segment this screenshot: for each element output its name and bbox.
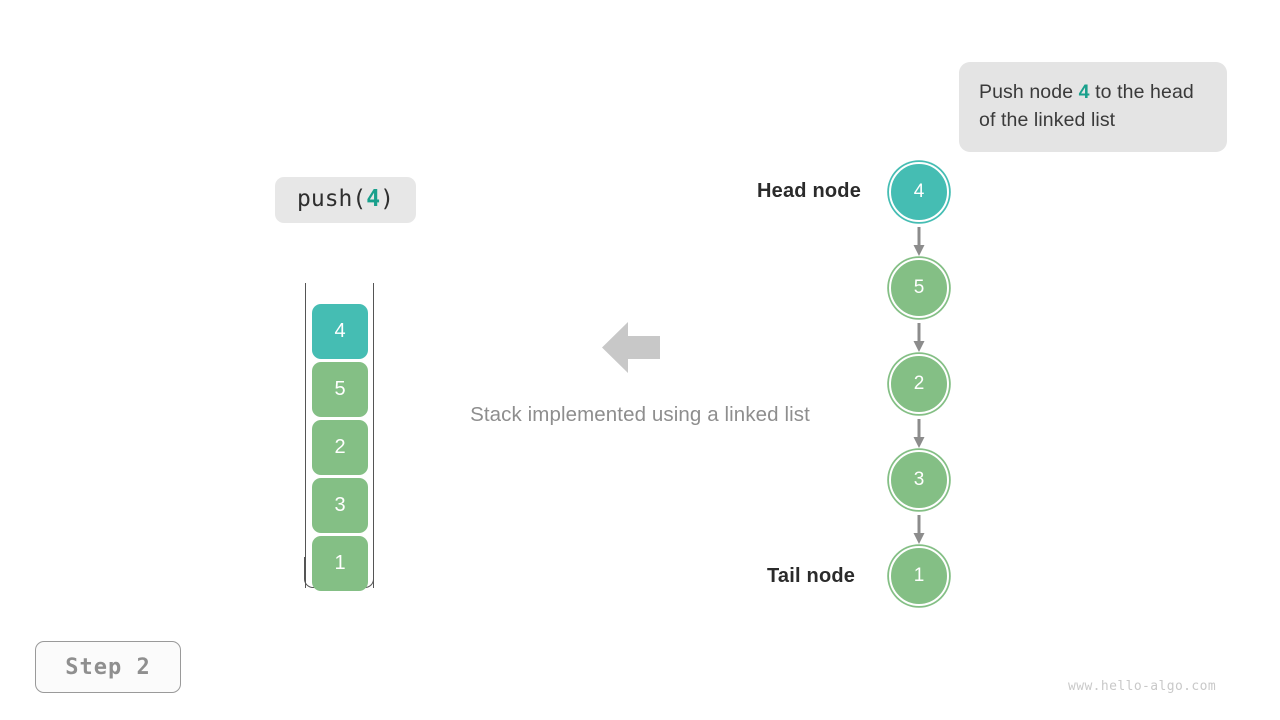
- operation-chip: push(4): [275, 177, 416, 223]
- linked-list-node: 3: [889, 450, 949, 510]
- equivalence-left-arrow-icon: [602, 320, 660, 375]
- callout-bubble: Push node 4 to the head of the linked li…: [959, 62, 1227, 152]
- operation-prefix: push(: [297, 186, 367, 212]
- stack-block: 5: [312, 362, 368, 417]
- step-badge: Step 2: [35, 641, 181, 693]
- stack-wall-right: [373, 283, 374, 588]
- linked-list-connector-arrow-icon: [912, 515, 926, 549]
- callout-text-after: to the head of the linked list: [979, 81, 1194, 131]
- linked-list-node-head: 4: [889, 162, 949, 222]
- stack-block: 1: [312, 536, 368, 591]
- tail-node-label: Tail node: [767, 565, 856, 587]
- callout-text-before: Push node: [979, 81, 1079, 103]
- stack-wall-left: [305, 283, 306, 588]
- linked-list-node: 2: [889, 354, 949, 414]
- stack-block: 4: [312, 304, 368, 359]
- linked-list-node-tail: 1: [889, 546, 949, 606]
- linked-list-node: 5: [889, 258, 949, 318]
- linked-list-connector-arrow-icon: [912, 323, 926, 357]
- stack-container: 4 5 2 3 1: [304, 283, 376, 603]
- diagram-caption: Stack implemented using a linked list: [470, 403, 810, 426]
- callout-highlight-value: 4: [1078, 81, 1090, 103]
- head-node-label: Head node: [757, 180, 862, 202]
- stack-block-list: 4 5 2 3 1: [312, 304, 368, 591]
- watermark: www.hello-algo.com: [1068, 679, 1217, 694]
- linked-list-connector-arrow-icon: [912, 227, 926, 261]
- linked-list: 4 5 2 3 1: [860, 155, 990, 620]
- stack-block: 3: [312, 478, 368, 533]
- linked-list-connector-arrow-icon: [912, 419, 926, 453]
- operation-suffix: ): [380, 186, 394, 212]
- stack-block: 2: [312, 420, 368, 475]
- operation-value: 4: [366, 186, 381, 212]
